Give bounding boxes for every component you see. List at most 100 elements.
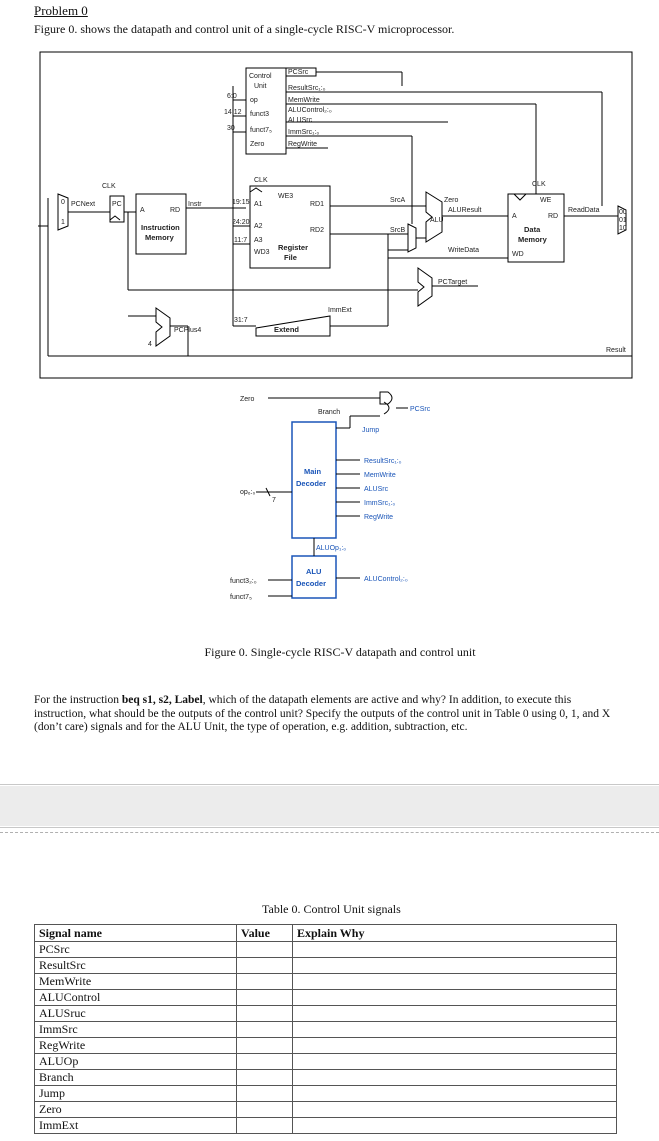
ctrl-out-resultsrc: ResultSrc₁:₀ xyxy=(364,458,402,465)
explain-cell[interactable] xyxy=(292,1101,617,1118)
zero-label: Zero xyxy=(444,197,459,204)
dm-label-2: Memory xyxy=(518,235,548,244)
dm-label-1: Data xyxy=(524,225,541,234)
explain-cell[interactable] xyxy=(292,1053,617,1070)
alu-decoder-label-1: ALU xyxy=(306,567,321,576)
pctarget-label: PCTarget xyxy=(438,279,467,286)
question-part1: For the instruction xyxy=(34,694,122,706)
ctrl-op-label: op₆:₀ xyxy=(240,489,256,496)
ctrl-out-memwrite: MemWrite xyxy=(364,472,396,479)
bits-31-7: 31:7 xyxy=(234,317,248,324)
aluresult-label: ALUResult xyxy=(448,207,482,214)
explain-cell[interactable] xyxy=(292,1021,617,1038)
value-cell[interactable] xyxy=(236,1069,293,1086)
ctrl-pcsrc-label: PCSrc xyxy=(410,406,431,413)
a1-label: A1 xyxy=(254,201,263,208)
value-cell[interactable] xyxy=(236,1117,293,1134)
signal-name: Branch xyxy=(34,1069,237,1086)
bits-14-12: 14:12 xyxy=(224,109,242,116)
imem-label-1: Instruction xyxy=(141,223,180,232)
signal-name: ALUOp xyxy=(34,1053,237,1070)
explain-cell[interactable] xyxy=(292,1037,617,1054)
value-cell[interactable] xyxy=(236,989,293,1006)
value-cell[interactable] xyxy=(236,1085,293,1102)
main-decoder-label-2: Decoder xyxy=(296,479,326,488)
immext-label: ImmExt xyxy=(328,307,352,314)
ctrl-out-immsrc: ImmSrc₁:₀ xyxy=(364,500,395,507)
ctrl-aluop-label: ALUOp₁:₀ xyxy=(316,545,346,552)
explain-cell[interactable] xyxy=(292,1005,617,1022)
cu-label-2: Unit xyxy=(254,83,267,90)
signal-name: MemWrite xyxy=(34,973,237,990)
explain-cell[interactable] xyxy=(292,1085,617,1102)
mux3-sel-00: 00 xyxy=(619,209,627,216)
header-explain-why: Explain Why xyxy=(292,924,617,942)
explain-cell[interactable] xyxy=(292,957,617,974)
datapath-diagram: CLK PCNext PC 0 1 A RD Instr Instruction… xyxy=(38,51,633,379)
table-row: ImmExt xyxy=(34,1117,617,1134)
cu-in-op: op xyxy=(250,97,258,104)
figure-caption: Figure 0. Single-cycle RISC-V datapath a… xyxy=(204,645,476,659)
result-label: Result xyxy=(606,347,626,354)
signal-name: ResultSrc xyxy=(34,957,237,974)
cu-out-alusrc: ALUSrc xyxy=(288,117,313,124)
value-cell[interactable] xyxy=(236,1101,293,1118)
value-cell[interactable] xyxy=(236,1021,293,1038)
explain-cell[interactable] xyxy=(292,941,617,958)
divider-top xyxy=(0,784,659,785)
explain-cell[interactable] xyxy=(292,1069,617,1086)
mux3-sel-01: 01 xyxy=(619,217,627,224)
mux0-label: 0 xyxy=(61,199,65,206)
explain-cell[interactable] xyxy=(292,973,617,990)
problem-title: Problem 0 xyxy=(34,3,88,18)
cu-in-funct3: funct3 xyxy=(250,111,269,118)
rf-label-2: File xyxy=(284,253,297,262)
dashed-divider xyxy=(0,832,659,833)
table-row: ImmSrc xyxy=(34,1021,617,1038)
question-part2: , which of the datapath elements are act… xyxy=(34,694,611,733)
explain-cell[interactable] xyxy=(292,989,617,1006)
ctrl-funct3-label: funct3₂:₀ xyxy=(230,578,257,585)
cu-out-regwrite: RegWrite xyxy=(288,141,317,148)
gray-band xyxy=(0,786,659,826)
a2-label: A2 xyxy=(254,223,263,230)
rd1-label: RD1 xyxy=(310,201,324,208)
ctrl-funct7-label: funct7₅ xyxy=(230,594,252,601)
table-row: ResultSrc xyxy=(34,957,617,974)
imem-a-label: A xyxy=(140,207,145,214)
main-decoder-label-1: Main xyxy=(304,467,322,476)
value-cell[interactable] xyxy=(236,973,293,990)
value-cell[interactable] xyxy=(236,957,293,974)
table-row: RegWrite xyxy=(34,1037,617,1054)
ctrl-branch-label: Branch xyxy=(318,409,340,416)
value-cell[interactable] xyxy=(236,1005,293,1022)
table-row: Jump xyxy=(34,1085,617,1102)
value-cell[interactable] xyxy=(236,1053,293,1070)
ctrl-alucontrol-label: ALUControl₂:₀ xyxy=(364,576,408,583)
we3-label: WE3 xyxy=(278,193,293,200)
cu-out-immsrc: ImmSrc₁:₀ xyxy=(288,129,319,136)
bits-24-20: 24:20 xyxy=(232,219,250,226)
signal-name: ImmExt xyxy=(34,1117,237,1134)
ctrl-out-regwrite: RegWrite xyxy=(364,514,393,521)
rf-clk-label: CLK xyxy=(254,177,268,184)
table-row: MemWrite xyxy=(34,973,617,990)
intro-text: Figure 0. shows the datapath and control… xyxy=(34,22,455,36)
mux1-label: 1 xyxy=(61,219,65,226)
cu-in-zero: Zero xyxy=(250,141,265,148)
instr-label: Instr xyxy=(188,201,202,208)
cu-out-alucontrol: ALUControl₂:₀ xyxy=(288,107,332,114)
four-label: 4 xyxy=(148,341,152,348)
mux3-sel-10: 10 xyxy=(619,225,627,232)
header-signal-name: Signal name xyxy=(34,924,237,942)
bits-19-15: 19:15 xyxy=(232,199,250,206)
value-cell[interactable] xyxy=(236,941,293,958)
rf-label-1: Register xyxy=(278,243,308,252)
signal-name: PCSrc xyxy=(34,941,237,958)
question-instruction: beq s1, s2, Label xyxy=(121,694,203,706)
extend-label: Extend xyxy=(274,325,299,334)
signal-name: ALUSruc xyxy=(34,1005,237,1022)
explain-cell[interactable] xyxy=(292,1117,617,1134)
rd2-label: RD2 xyxy=(310,227,324,234)
value-cell[interactable] xyxy=(236,1037,293,1054)
